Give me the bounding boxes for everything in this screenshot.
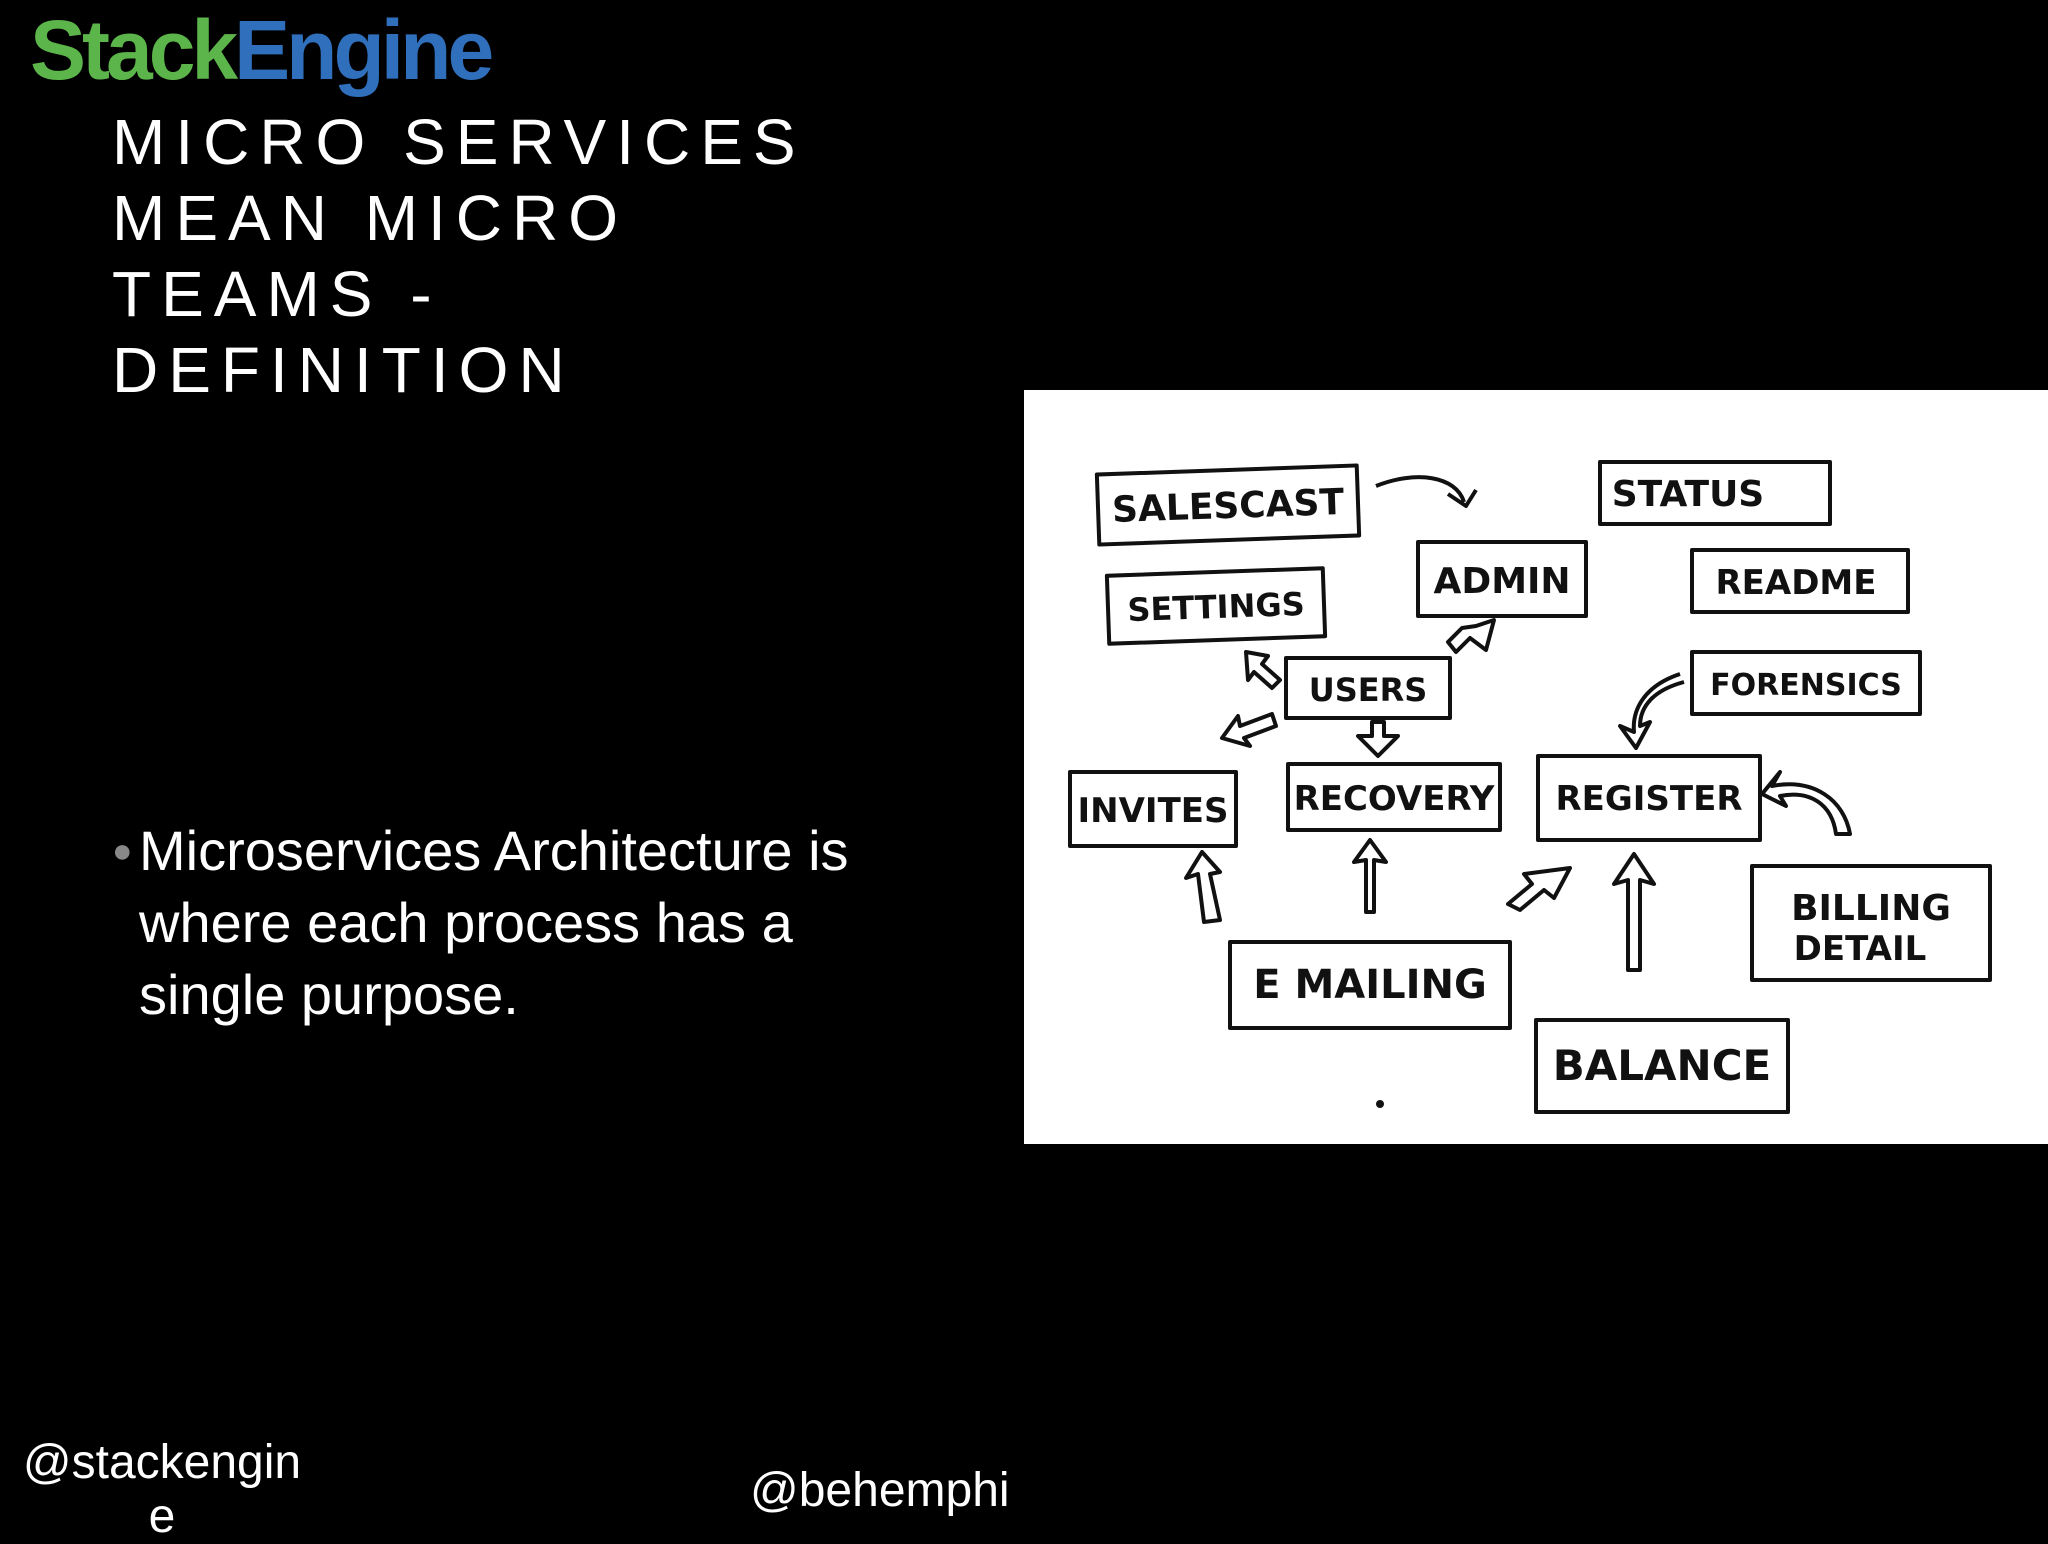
register-label: REGISTER (1555, 779, 1742, 819)
arrow-emailing-recovery (1352, 838, 1388, 914)
arrow-billing-register (1760, 770, 1852, 836)
settings-label: SETTINGS (1127, 585, 1306, 629)
arrow-users-invites (1220, 712, 1278, 748)
recovery-box (1286, 762, 1502, 832)
title-line-2: MEAN MICRO (112, 182, 628, 254)
status-label: STATUS (1612, 474, 1764, 515)
logo-engine: Engine (234, 3, 494, 97)
stray-dot (1376, 1100, 1384, 1108)
arrow-emailing-invites (1184, 850, 1222, 924)
arrow-users-recovery (1356, 720, 1400, 758)
arrow-forensics-register (1618, 672, 1685, 750)
bullet-text: Microservices Architecture is where each… (139, 819, 849, 1026)
arrow-emailing-register (1506, 866, 1572, 912)
register-box (1536, 754, 1762, 842)
forensics-label: FORENSICS (1710, 668, 1902, 703)
balance-box (1534, 1018, 1790, 1114)
arrow-users-settings (1244, 650, 1282, 690)
readme-label: README (1715, 563, 1876, 603)
footer-handle-stackengine: @stackengine (22, 1436, 302, 1543)
recovery-label: RECOVERY (1294, 779, 1495, 819)
arrow-admin-up (1446, 618, 1496, 654)
balance-label: BALANCE (1553, 1041, 1771, 1090)
settings-box (1104, 566, 1328, 646)
admin-label: ADMIN (1433, 561, 1570, 602)
emailing-box (1228, 940, 1512, 1030)
forensics-box (1690, 650, 1922, 716)
salescast-box (1094, 463, 1362, 547)
emailing-label: E MAILING (1253, 962, 1487, 1008)
bullet-point: ● Microservices Architecture is where ea… (112, 815, 912, 1031)
title-line-3: TEAMS - (112, 258, 442, 330)
bullet-dot-icon: ● (112, 832, 133, 870)
invites-label: INVITES (1078, 791, 1229, 831)
microservices-diagram: SALESCAST STATUS ADMIN README SETTINGS U… (1024, 390, 2048, 1144)
admin-box (1416, 540, 1588, 618)
users-label: USERS (1309, 671, 1428, 709)
salescast-label: SALESCAST (1111, 482, 1345, 531)
arrow-salescast-admin (1375, 475, 1478, 508)
slide-title: MICRO SERVICES MEAN MICRO TEAMS - DEFINI… (112, 104, 806, 408)
stackengine-logo: StackEngine (30, 8, 494, 92)
billing-label-1: BILLING (1791, 888, 1951, 929)
invites-box (1068, 770, 1238, 848)
title-line-4: DEFINITION (112, 334, 575, 406)
status-box (1598, 460, 1832, 526)
arrow-balance-register (1612, 852, 1656, 972)
readme-box (1690, 548, 1910, 614)
footer-handle-behemphi: @behemphi (750, 1464, 1010, 1517)
logo-stack: Stack (30, 3, 238, 97)
billing-box (1750, 864, 1992, 982)
billing-label-2: DETAIL (1794, 929, 1927, 969)
users-box (1284, 656, 1452, 720)
title-line-1: MICRO SERVICES (112, 106, 806, 178)
